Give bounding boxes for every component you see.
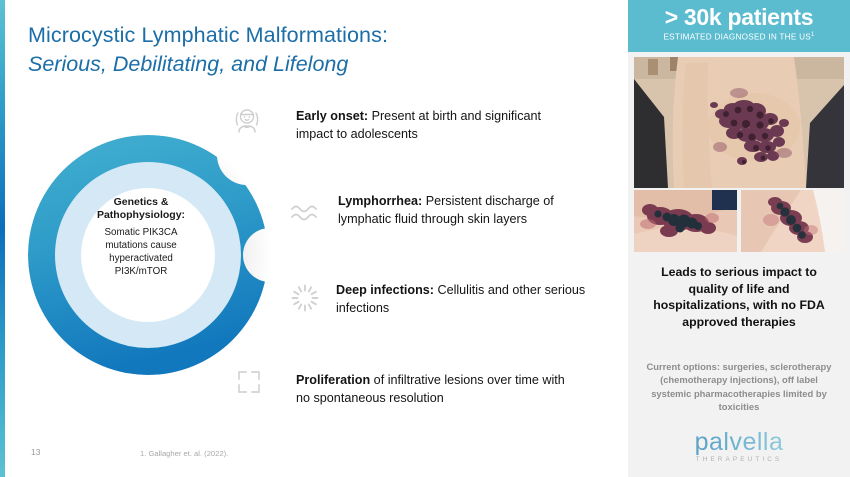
clinical-photo-small-left (634, 190, 737, 252)
logo-wordmark: palvella (628, 430, 850, 455)
title-line-2: Serious, Debilitating, and Lifelong (28, 51, 349, 76)
patients-count: > 30k patients (664, 4, 814, 30)
logo-tagline: THERAPEUTICS (695, 456, 783, 463)
bullet-early-onset: Early onset: Present at birth and signif… (296, 108, 546, 144)
patients-subtext: ESTIMATED DIAGNOSED IN THE US1 (628, 32, 850, 42)
expand-arrows-icon (232, 365, 266, 399)
patients-banner: > 30k patients ESTIMATED DIAGNOSED IN TH… (628, 0, 850, 52)
bullet-lead-3: Deep infections: (336, 283, 434, 297)
bullet-lead-1: Early onset: (296, 109, 369, 123)
left-accent-bar (0, 0, 5, 477)
citation-text: 1. Gallagher et. al. (2022). (140, 449, 229, 458)
impact-statement: Leads to serious impact to quality of li… (653, 265, 825, 330)
child-icon (230, 105, 264, 139)
current-options-text: Current options: surgeries, sclerotherap… (646, 361, 832, 413)
page-title: Microcystic Lymphatic Malformations: Ser… (28, 22, 598, 78)
clinical-photo-row (634, 190, 844, 252)
patients-subtext-label: ESTIMATED DIAGNOSED IN THE US (663, 33, 811, 43)
clinical-photo-small-right (741, 190, 844, 252)
bullet-lymphorrhea: Lymphorrhea: Persistent discharge of lym… (338, 193, 600, 229)
palvella-logo: palvella THERAPEUTICS (628, 430, 850, 464)
bullet-text-1: Present at birth and significant impact … (296, 109, 542, 141)
bullet-lead-2: Lymphorrhea: (338, 194, 423, 208)
waves-icon (288, 196, 322, 230)
gear-center-disc (81, 188, 215, 322)
bullet-text-2: Persistent discharge of lymphatic fluid … (338, 194, 554, 226)
bullet-lead-4: Proliferation (296, 373, 371, 387)
infection-burst-icon (288, 281, 322, 315)
clinical-photo-large (634, 57, 844, 188)
bullet-proliferation: Proliferation of infiltrative lesions ov… (296, 372, 574, 408)
page-number: 13 (31, 447, 41, 457)
gear-diagram (20, 103, 310, 403)
bullet-deep-infections: Deep infections: Cellulitis and other se… (336, 282, 598, 318)
bullet-text-3: Cellulitis and other serious infections (336, 283, 586, 315)
right-panel: > 30k patients ESTIMATED DIAGNOSED IN TH… (628, 0, 850, 477)
title-line-1: Microcystic Lymphatic Malformations: (28, 23, 389, 47)
patients-footnote-marker: 1 (810, 32, 815, 39)
bullet-text-4: of infiltrative lesions over time with n… (296, 373, 565, 405)
